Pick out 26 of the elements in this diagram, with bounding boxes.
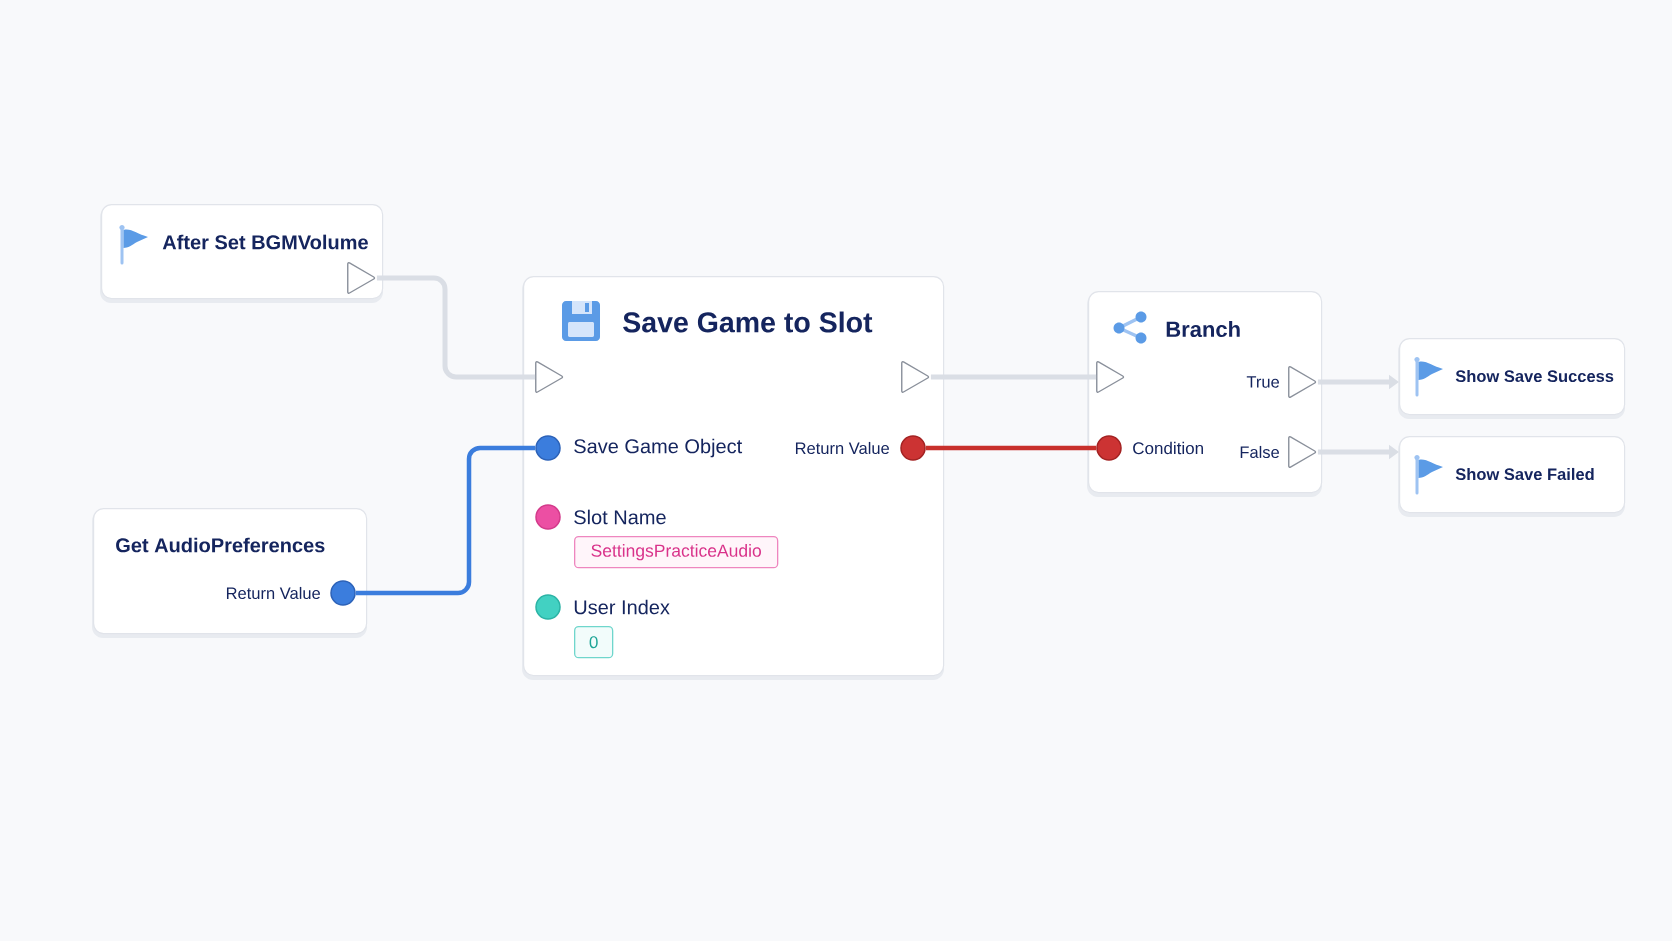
- connector-line: [925, 445, 1097, 451]
- pin-label: False: [1240, 445, 1279, 459]
- pin-label: Return Value: [227, 586, 320, 600]
- pin-label: Return Value: [796, 441, 889, 455]
- node-card: Show Save Success: [1398, 338, 1626, 419]
- pin-label: Save Game Object: [574, 438, 743, 458]
- node-card: Show Save Failed: [1398, 436, 1626, 517]
- pin-label: True: [1246, 376, 1279, 388]
- data-pin: [535, 504, 561, 530]
- pin-label: Slot Name: [574, 509, 666, 525]
- exec-pin: [1288, 366, 1317, 398]
- input-field: 0: [574, 626, 614, 659]
- input-field: SettingsPracticeAudio: [574, 536, 779, 569]
- data-pin: [330, 580, 356, 606]
- exec-pin: [1096, 361, 1125, 393]
- connector-line: [930, 374, 1097, 380]
- connector-line: [355, 445, 536, 596]
- pin-label: User Index: [574, 599, 670, 615]
- data-pin: [535, 594, 561, 620]
- connector-line: [376, 275, 536, 380]
- exec-pin: [535, 361, 564, 393]
- exec-pin: [347, 262, 376, 294]
- pin-label: Condition: [1133, 441, 1203, 455]
- exec-pin: [1288, 436, 1317, 468]
- node-card: After Set BGMVolume: [100, 204, 384, 303]
- exec-pin: [901, 361, 930, 393]
